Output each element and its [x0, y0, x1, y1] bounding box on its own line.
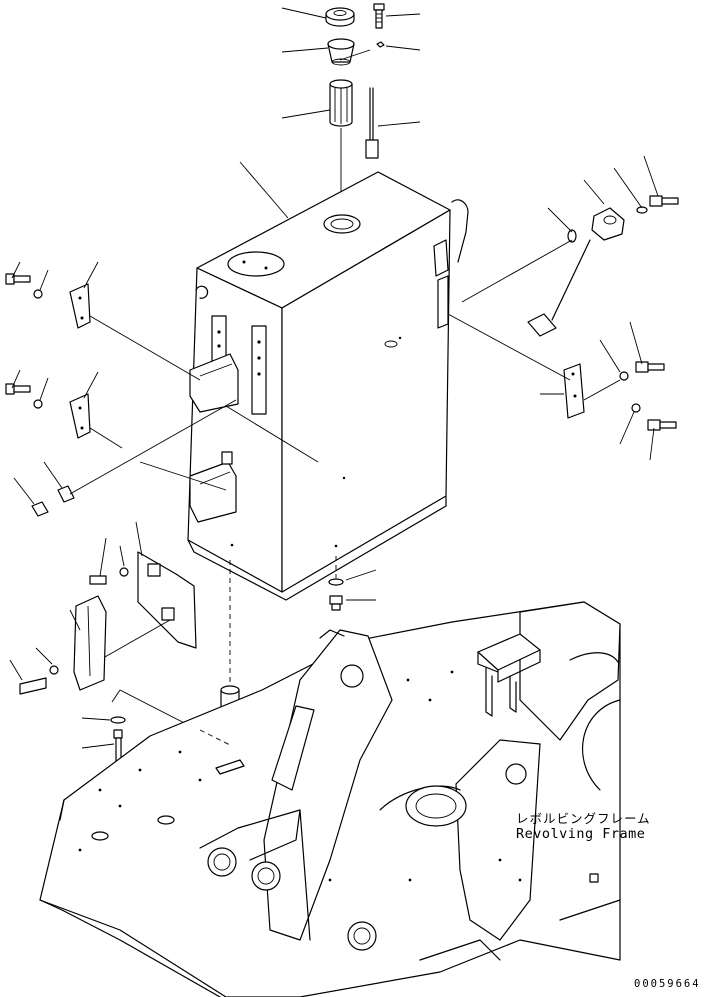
- leader-lines-top: [239, 7, 421, 219]
- drawing-number: 00059664: [634, 978, 701, 990]
- left-plugs: [31, 399, 319, 517]
- frame-label-english: Revolving Frame: [516, 826, 646, 842]
- mount-plate-left: [89, 521, 197, 663]
- level-sensor: [339, 49, 379, 159]
- collar-and-bolt: [81, 716, 126, 765]
- strainer-filter: [329, 79, 353, 127]
- left-leaders: [11, 261, 99, 505]
- left-bolts-upper: [5, 273, 201, 381]
- revolving-frame: [39, 601, 621, 997]
- strainer-ring: [327, 38, 355, 66]
- filler-cap: [325, 7, 355, 27]
- tank-drain-plug: [328, 556, 377, 611]
- left-bolts-middle: [5, 383, 123, 449]
- frame-label-japanese: レボルビングフレーム: [516, 811, 651, 826]
- bracket-l-shape: [9, 595, 199, 731]
- float-gauge: [461, 155, 679, 337]
- tank: [187, 171, 469, 601]
- side-plate-right: [447, 313, 677, 461]
- cap-bolt: [373, 3, 385, 48]
